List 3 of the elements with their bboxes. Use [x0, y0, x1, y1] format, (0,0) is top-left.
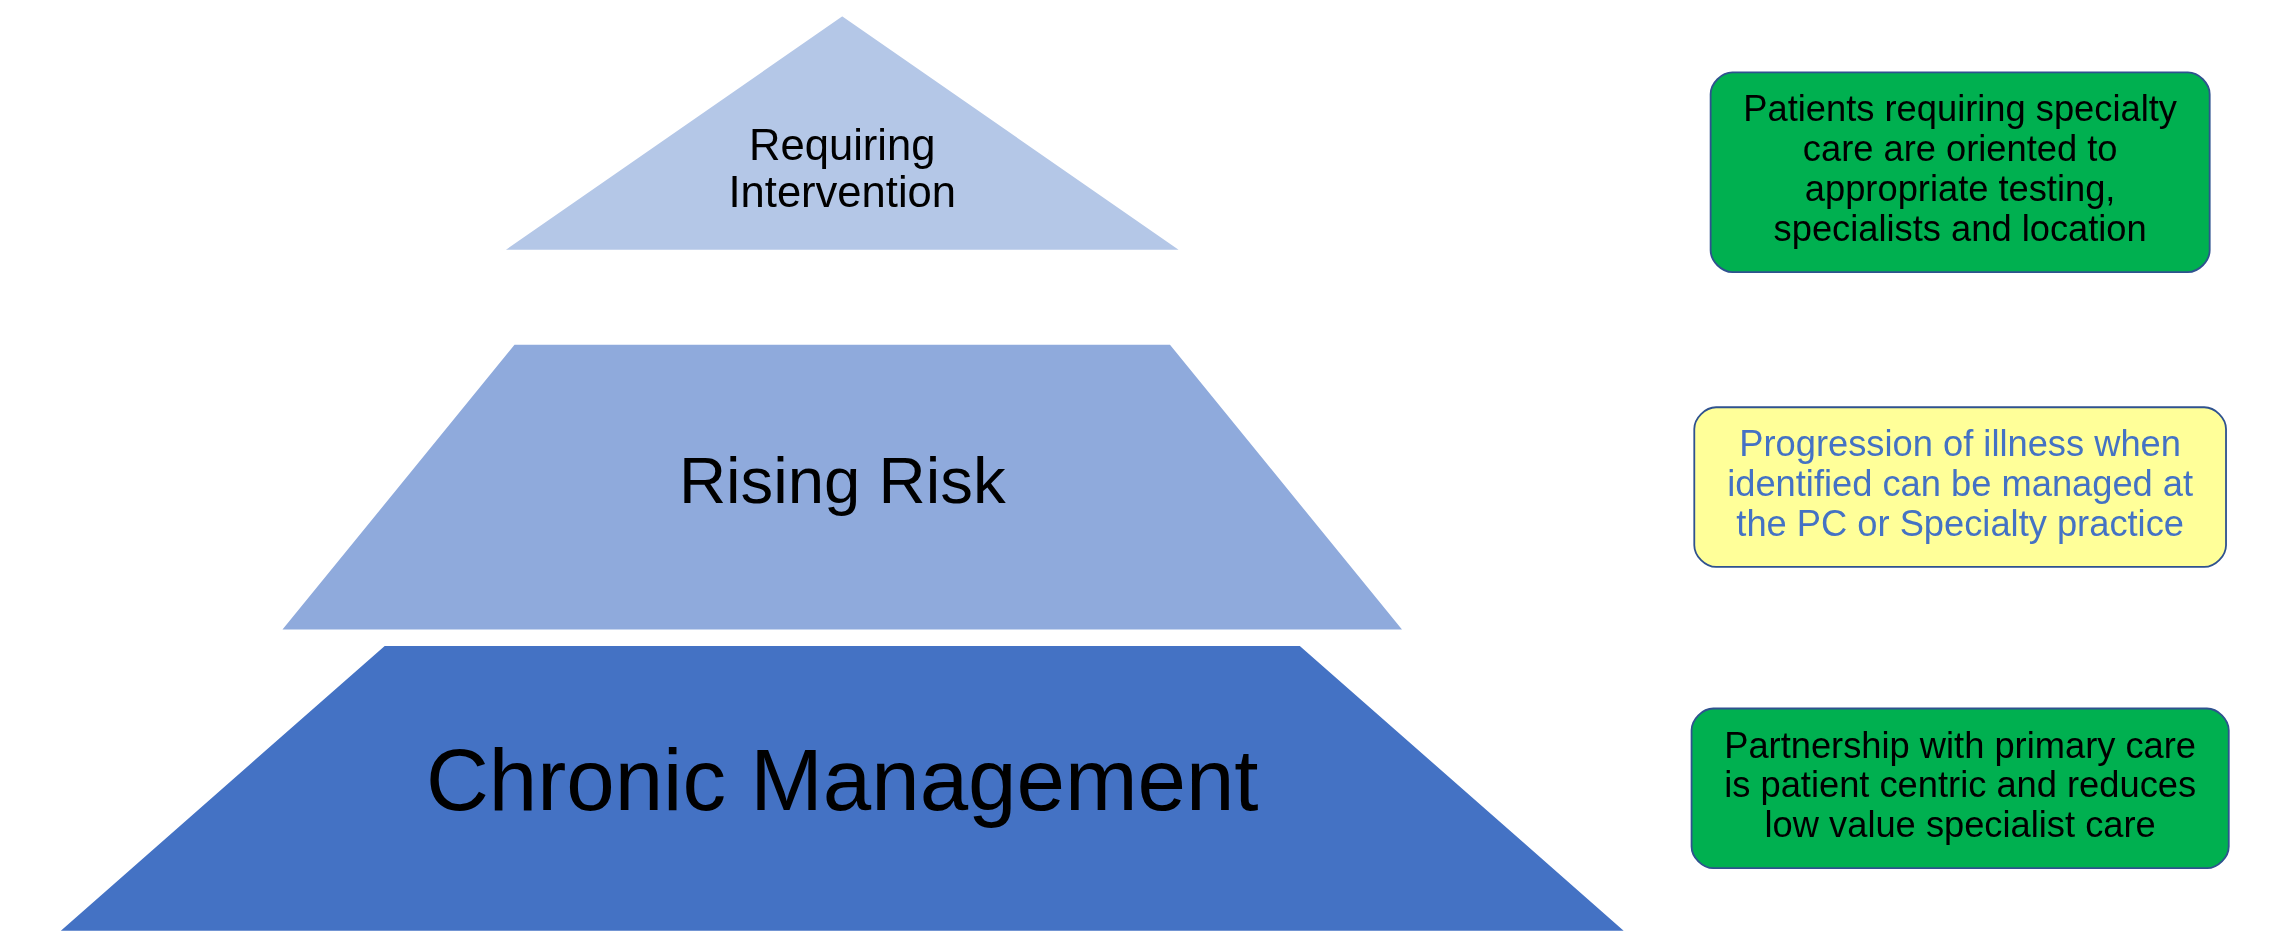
- node-box: Progression of illness when identified can be managed at the PC or Specialty practice: [1692, 406, 2227, 568]
- node-box: Partnership with primary care is patient centric and reduces low value specialist care: [1690, 707, 2230, 870]
- node-box: Patients requiring specialty care are oriented to appropriate testing, specialists and location: [1709, 71, 2211, 273]
